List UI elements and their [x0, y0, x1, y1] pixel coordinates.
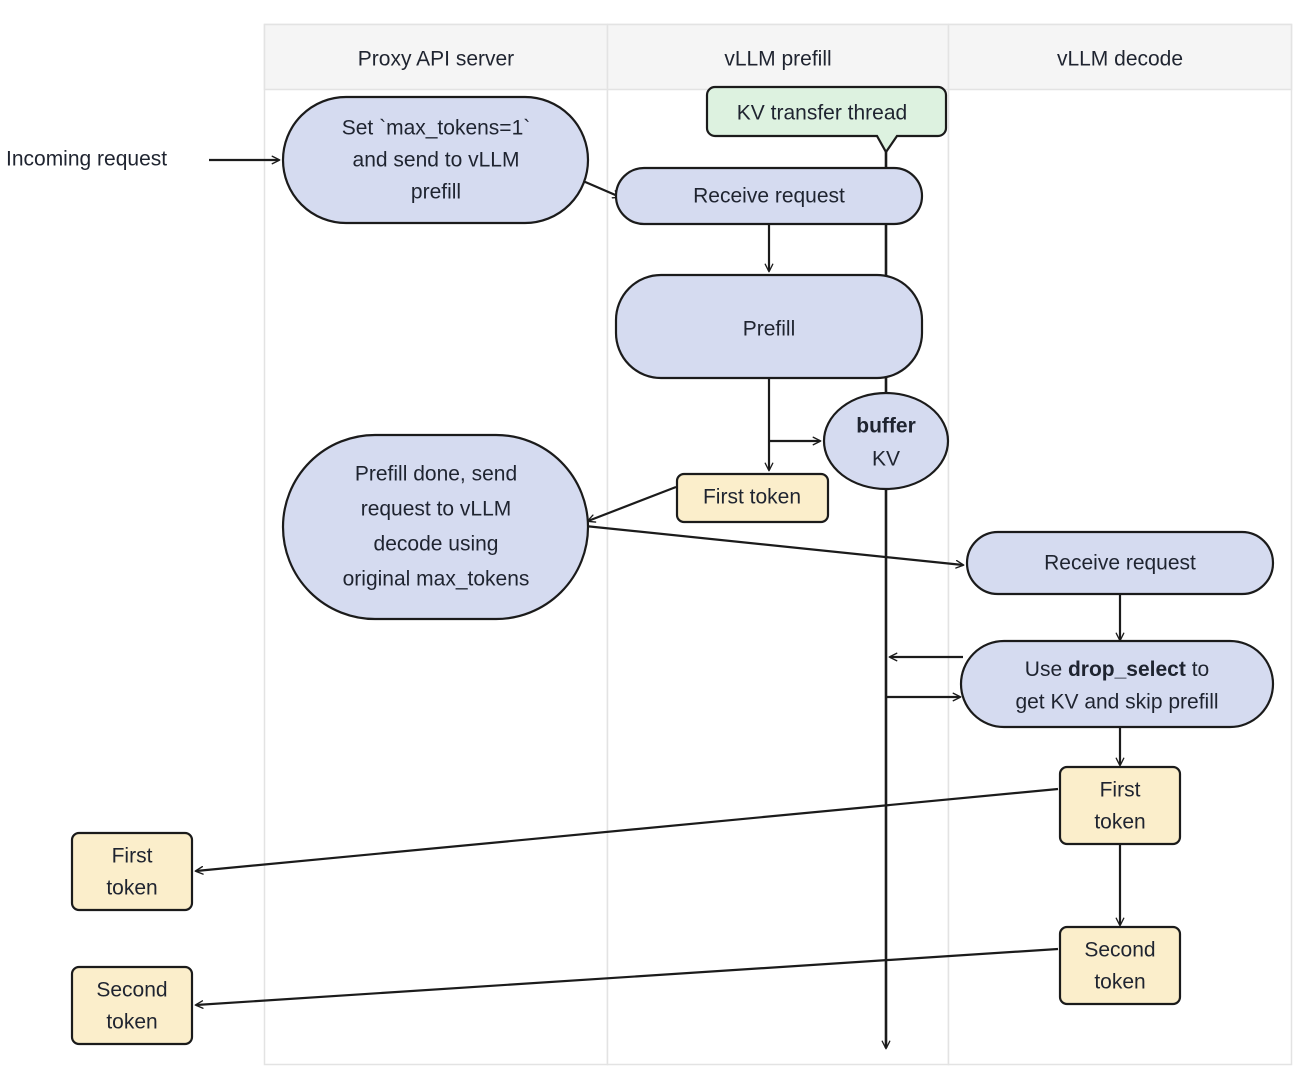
prefill-first-token-shape[interactable] [675, 472, 830, 524]
buffer-kv-line-2: KV [872, 448, 900, 471]
set-max-tokens-line-1: Set `max_tokens=1` [342, 117, 531, 140]
set-max-tokens-shape[interactable] [281, 95, 590, 225]
prefill-done-line-1: Prefill done, send [355, 463, 517, 486]
drop-select-line-1: Use drop_select to [1025, 658, 1209, 681]
node-prefill-first-token[interactable]: First token [675, 472, 830, 524]
drop-select-suffix: to [1186, 658, 1209, 681]
node-decode-first-token[interactable]: First token [1058, 765, 1182, 846]
set-max-tokens-line-3: prefill [411, 181, 461, 204]
incoming-request-label: Incoming request [6, 148, 167, 171]
prefill-receive-request-label: Receive request [693, 185, 845, 208]
proxy-second-token-line-2: token [106, 1011, 157, 1034]
buffer-kv-line-1: buffer [856, 415, 916, 438]
edge-prefill-first-token-to-prefill-done [586, 485, 677, 523]
edge-decode-first-token-to-proxy-first-token [194, 787, 1059, 875]
node-decode-receive-request[interactable]: Receive request [965, 530, 1275, 596]
edge-prefill-done-to-decode-receive [584, 524, 965, 569]
set-max-tokens-line-2: and send to vLLM [353, 149, 520, 172]
node-prefill-receive-request[interactable]: Receive request [614, 166, 924, 226]
proxy-first-token-line-2: token [106, 877, 157, 900]
kv-transfer-thread-label: KV transfer thread [737, 102, 907, 125]
decode-first-token-line-1: First [1100, 779, 1141, 802]
drop-select-line-2: get KV and skip prefill [1015, 691, 1218, 714]
node-set-max-tokens[interactable]: Set `max_tokens=1` and send to vLLM pref… [281, 95, 590, 225]
node-prefill-done[interactable]: Prefill done, send request to vLLM decod… [281, 433, 590, 621]
node-prefill[interactable]: Prefill [614, 273, 924, 380]
drop-select-keyword: drop_select [1068, 658, 1186, 681]
node-buffer-kv[interactable]: buffer KV [822, 391, 950, 491]
drop-select-prefix: Use [1025, 658, 1068, 681]
drop-select-shape[interactable] [959, 639, 1275, 729]
node-decode-second-token[interactable]: Second token [1058, 925, 1182, 1006]
lane-header-prefill [606, 23, 950, 91]
kv-transfer-thread-shape[interactable] [705, 85, 948, 155]
node-proxy-first-token[interactable]: First token [70, 831, 194, 912]
proxy-second-token-line-1: Second [96, 979, 167, 1002]
lane-title-prefill: vLLM prefill [724, 48, 831, 71]
proxy-first-token-shape[interactable] [70, 831, 194, 912]
prefill-shape[interactable] [614, 273, 924, 380]
lane-title-proxy: Proxy API server [358, 48, 514, 71]
node-drop-select[interactable]: Use drop_select to get KV and skip prefi… [959, 639, 1275, 729]
prefill-receive-request-shape[interactable] [614, 166, 924, 226]
decode-second-token-line-2: token [1094, 971, 1145, 994]
prefill-done-line-4: original max_tokens [343, 568, 530, 591]
decode-receive-request-shape[interactable] [965, 530, 1275, 596]
prefill-done-shape[interactable] [281, 433, 590, 621]
decode-second-token-shape[interactable] [1058, 925, 1182, 1006]
node-proxy-second-token[interactable]: Second token [70, 965, 194, 1046]
decode-first-token-shape[interactable] [1058, 765, 1182, 846]
decode-first-token-line-2: token [1094, 811, 1145, 834]
prefill-label: Prefill [743, 318, 796, 341]
decode-second-token-line-1: Second [1084, 939, 1155, 962]
buffer-kv-shape[interactable] [822, 391, 950, 491]
prefill-first-token-label: First token [703, 486, 801, 509]
node-kv-transfer-thread[interactable]: KV transfer thread [705, 85, 948, 155]
decode-receive-request-label: Receive request [1044, 552, 1196, 575]
proxy-first-token-line-1: First [112, 845, 153, 868]
lane-title-decode: vLLM decode [1057, 48, 1183, 71]
lane-header-decode [947, 23, 1293, 91]
prefill-done-line-3: decode using [374, 533, 499, 556]
prefill-done-line-2: request to vLLM [361, 498, 512, 521]
lane-header-proxy [263, 23, 609, 91]
edge-decode-second-token-to-proxy-second-token [194, 947, 1059, 1009]
proxy-second-token-shape[interactable] [70, 965, 194, 1046]
